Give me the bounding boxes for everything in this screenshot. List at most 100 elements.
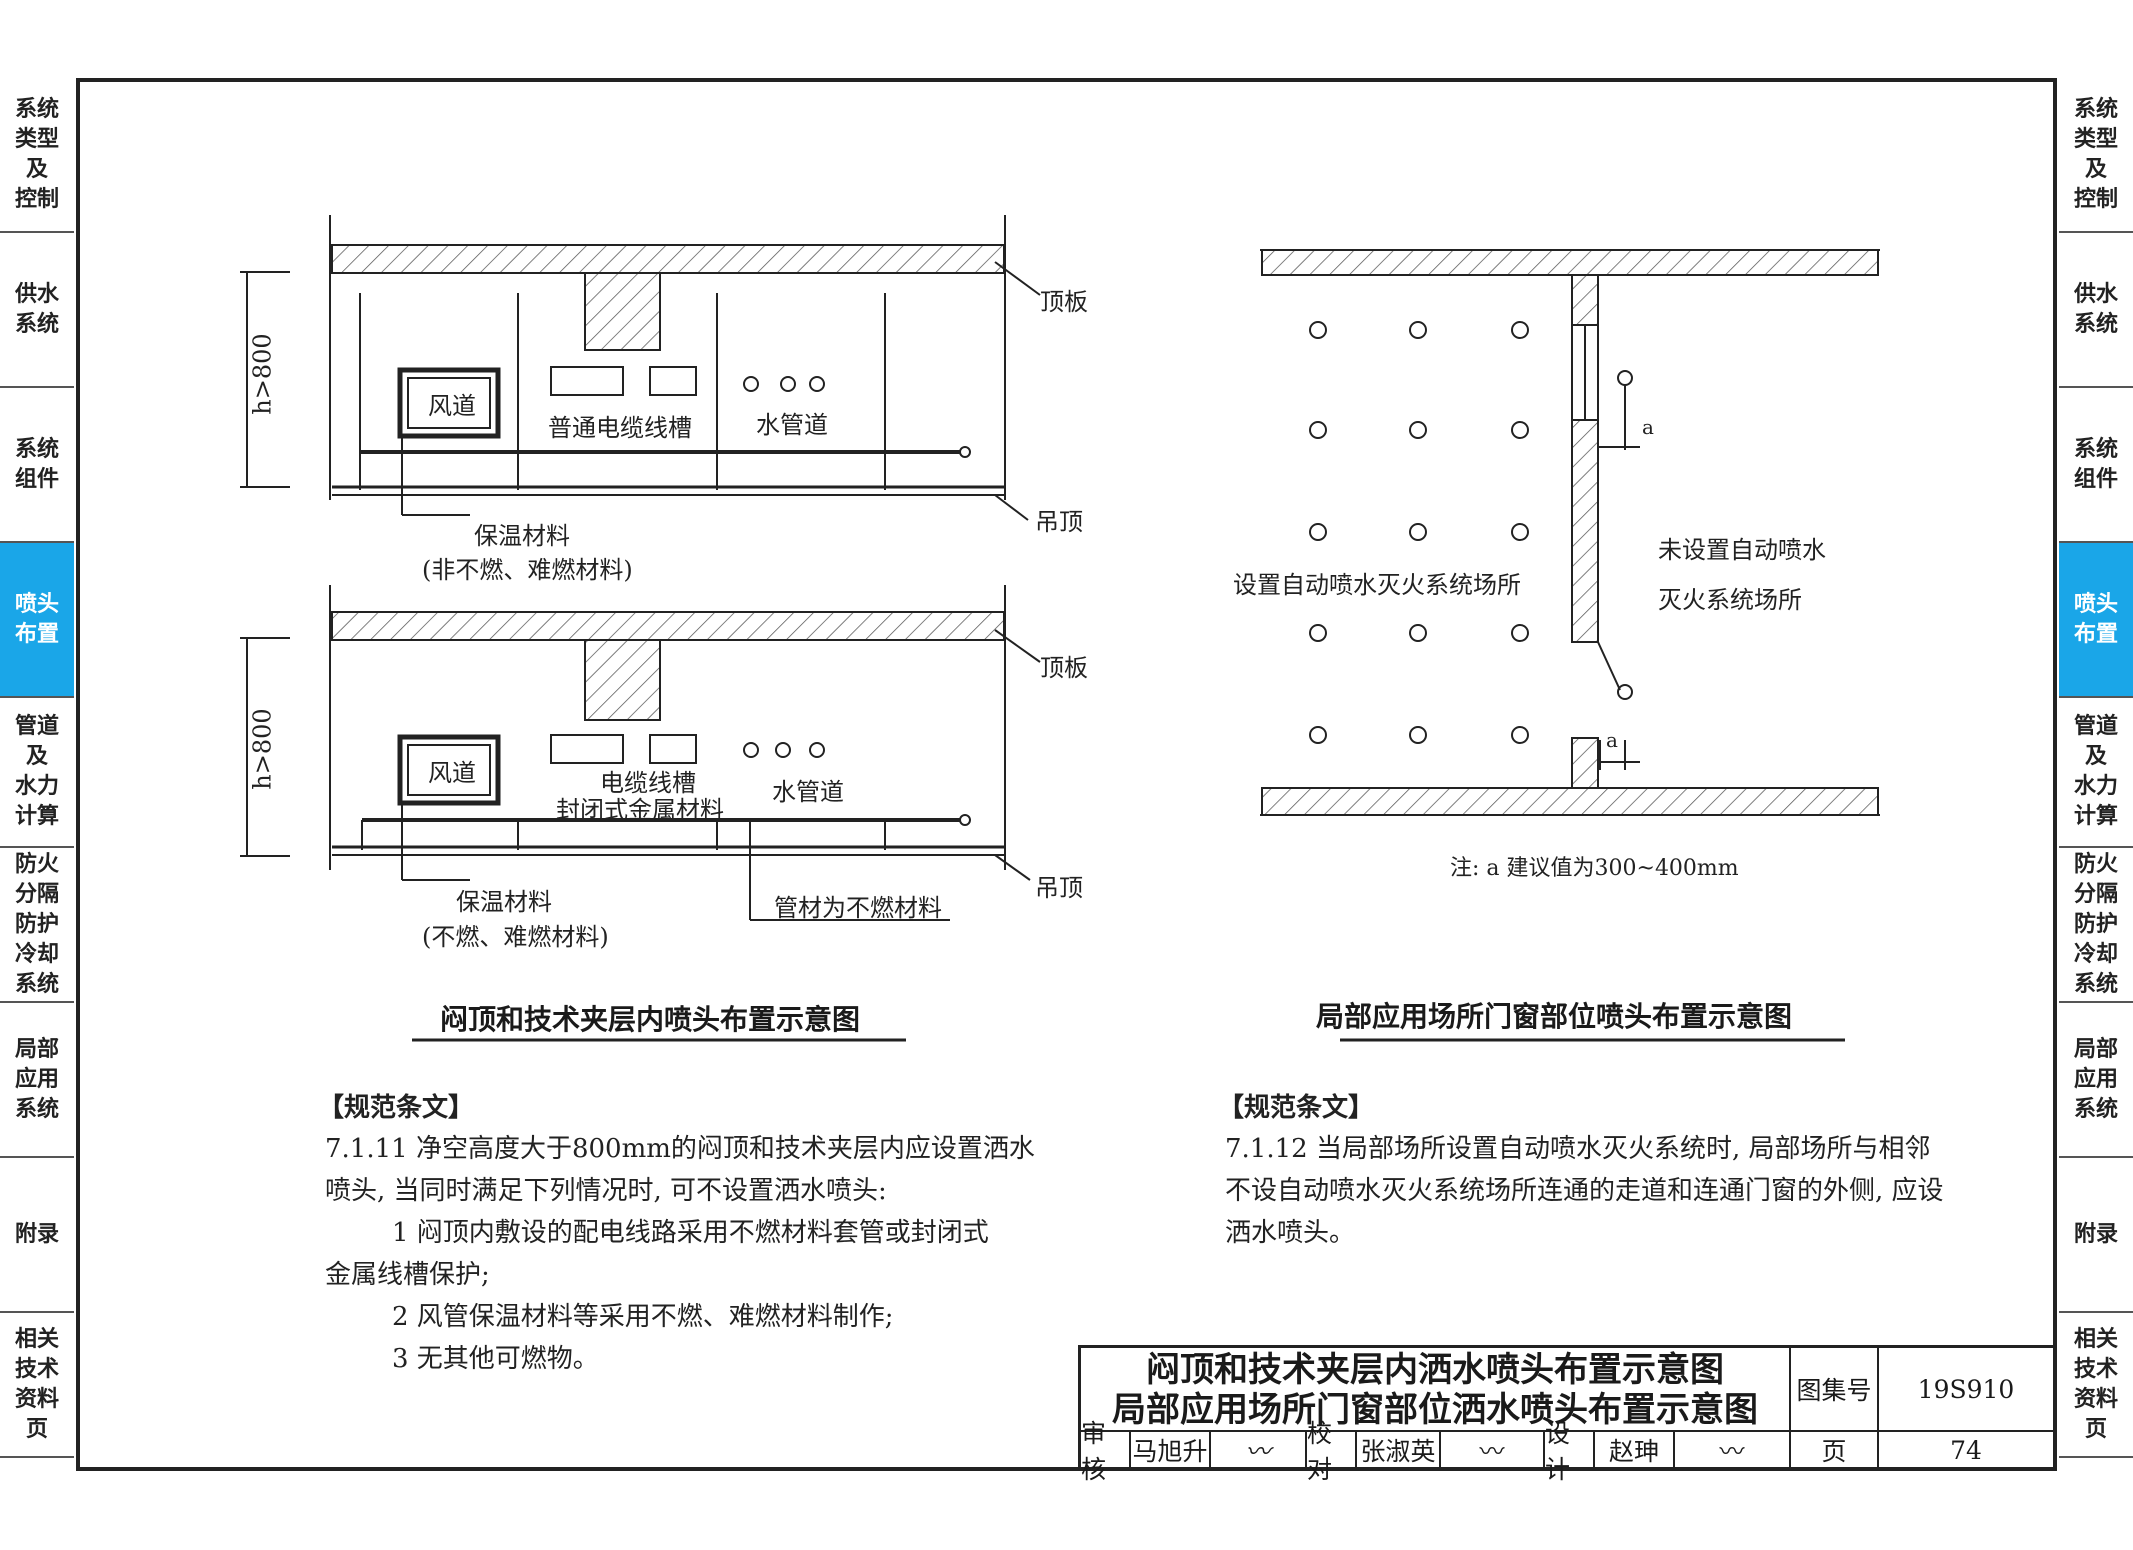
pipe-label-bottom: 水管道	[772, 778, 844, 806]
left-clause-line-4: 金属线槽保护;	[325, 1260, 490, 1290]
nav-tab-label: 喷头 布置	[2073, 591, 2118, 647]
spacing-a-bottom: a	[1606, 728, 1618, 752]
nav-tab-8[interactable]: 相关 技术 资料 页	[0, 1313, 74, 1458]
spacing-note: 注: a 建议值为300~400mm	[1450, 856, 1739, 881]
nav-tab-5[interactable]: 防火 分隔 防护 冷却 系统	[0, 848, 74, 1003]
nav-tab-6[interactable]: 局部 应用 系统	[2059, 1003, 2133, 1158]
sprinkler-head	[1309, 726, 1327, 744]
nav-tab-label: 相关 技术 资料 页	[2073, 1326, 2118, 1442]
nav-tab-1[interactable]: 供水 系统	[2059, 233, 2133, 388]
nav-tab-label: 供水 系统	[2073, 281, 2118, 337]
nav-tab-3[interactable]: 喷头 布置	[0, 543, 74, 698]
cable-label-bottom: 电缆线槽	[600, 769, 696, 797]
nav-tab-0[interactable]: 系统 类型 及 控制	[2059, 78, 2133, 233]
sprinkler-head	[1309, 421, 1327, 439]
nav-tab-1[interactable]: 供水 系统	[0, 233, 74, 388]
ceiling-label-bottom: 吊顶	[1035, 874, 1083, 902]
attic-diagram-bottom	[240, 585, 1041, 1042]
roof-label-bottom: 顶板	[1040, 654, 1088, 682]
page-number: 74	[1950, 1435, 1982, 1465]
right-clause-line-1: 7.1.12 当局部场所设置自动喷水灭火系统时, 局部场所与相邻	[1225, 1134, 1931, 1164]
pipe-material-label: 管材为不燃材料	[774, 894, 942, 922]
checker-name: 张淑英	[1357, 1432, 1441, 1468]
review-label: 审核	[1081, 1419, 1131, 1484]
nav-tab-5[interactable]: 防火 分隔 防护 冷却 系统	[2059, 848, 2133, 1003]
insulation-label-bottom: 保温材料	[456, 888, 552, 916]
left-clause-line-1: 7.1.11 净空高度大于800mm的闷顶和技术夹层内应设置洒水	[325, 1134, 1035, 1164]
design-label: 设计	[1545, 1419, 1595, 1484]
sprinkler-head	[1511, 624, 1529, 642]
left-clause-line-2: 喷头, 当同时满足下列情况时, 可不设置洒水喷头:	[325, 1176, 887, 1206]
nav-tab-0[interactable]: 系统 类型 及 控制	[0, 78, 74, 233]
pipe-label-top: 水管道	[756, 411, 828, 439]
right-clause-heading: 【规范条文】	[1218, 1093, 1375, 1123]
nav-tab-label: 供水 系统	[14, 281, 59, 337]
reviewer-name: 马旭升	[1131, 1432, 1211, 1468]
sprinkler-head	[1309, 321, 1327, 339]
sprinkler-head	[1409, 624, 1427, 642]
insulation-note-bottom: (不燃、难燃材料)	[422, 923, 609, 951]
nav-tab-label: 附录	[14, 1221, 59, 1247]
atlas-label: 图集号	[1791, 1348, 1879, 1432]
no-sprinkler-label-2: 灭火系统场所	[1658, 586, 1802, 614]
title-block: 闷顶和技术夹层内洒水喷头布置示意图 局部应用场所门窗部位洒水喷头布置示意图 图集…	[1078, 1345, 2056, 1484]
sprinkler-grid	[1309, 321, 1529, 744]
duct-label-bottom: 风道	[428, 759, 476, 787]
duct-label-top: 风道	[428, 392, 476, 420]
left-clause-line-5: 2 风管保温材料等采用不燃、难燃材料制作;	[392, 1302, 894, 1332]
nav-tab-7[interactable]: 附录	[2059, 1158, 2133, 1313]
nav-tab-label: 局部 应用 系统	[14, 1036, 59, 1122]
local-application-plan	[1260, 249, 1880, 1042]
nav-tab-4[interactable]: 管道 及 水力 计算	[2059, 698, 2133, 848]
sprinkler-head	[1409, 523, 1427, 541]
nav-tab-label: 防火 分隔 防护 冷却 系统	[2073, 851, 2118, 997]
sprinkler-head	[1409, 321, 1427, 339]
nav-tab-label: 附录	[2073, 1221, 2118, 1247]
nav-tab-4[interactable]: 管道 及 水力 计算	[0, 698, 74, 848]
right-clause-line-2: 不设自动喷水灭火系统场所连通的走道和连通门窗的外侧, 应设	[1225, 1176, 1944, 1206]
nav-tab-2[interactable]: 系统 组件	[2059, 388, 2133, 543]
designer-signature: 〰	[1675, 1432, 1791, 1468]
sprinkler-head	[1511, 523, 1529, 541]
nav-tab-3[interactable]: 喷头 布置	[2059, 543, 2133, 698]
cable-material-label: 封闭式金属材料	[556, 796, 724, 824]
reviewer-signature: 〰	[1211, 1432, 1307, 1468]
check-label: 校对	[1307, 1419, 1357, 1484]
sprinkler-head	[1409, 421, 1427, 439]
roof-label-top: 顶板	[1040, 288, 1088, 316]
atlas-number: 19S910	[1879, 1348, 2053, 1432]
left-figure-caption: 闷顶和技术夹层内喷头布置示意图	[440, 1003, 861, 1036]
height-label-bottom: h>800	[248, 708, 277, 790]
nav-tab-label: 管道 及 水力 计算	[2073, 714, 2118, 829]
left-clause-line-6: 3 无其他可燃物。	[392, 1344, 599, 1374]
sprinkler-head	[1309, 523, 1327, 541]
nav-tab-7[interactable]: 附录	[0, 1158, 74, 1313]
sprinkler-head	[1309, 624, 1327, 642]
no-sprinkler-label-1: 未设置自动喷水	[1658, 536, 1826, 564]
attic-diagram-top	[240, 215, 1041, 521]
cable-label-top: 普通电缆线槽	[548, 414, 692, 442]
nav-tab-label: 防火 分隔 防护 冷却 系统	[14, 851, 59, 997]
checker-signature: 〰	[1441, 1432, 1545, 1468]
nav-tab-6[interactable]: 局部 应用 系统	[0, 1003, 74, 1158]
sprinkler-head	[1409, 726, 1427, 744]
nav-tab-label: 喷头 布置	[14, 591, 59, 647]
sprinkler-head	[1511, 726, 1529, 744]
sprinkler-area-label: 设置自动喷水灭火系统场所	[1233, 571, 1521, 599]
spacing-a-top: a	[1642, 415, 1654, 439]
designer-name: 赵珅	[1595, 1432, 1675, 1468]
left-clause-line-3: 1 闷顶内敷设的配电线路采用不燃材料套管或封闭式	[392, 1218, 989, 1248]
nav-tab-2[interactable]: 系统 组件	[0, 388, 74, 543]
drawing-title-1: 闷顶和技术夹层内洒水喷头布置示意图	[1146, 1350, 1724, 1390]
drawing-title: 闷顶和技术夹层内洒水喷头布置示意图 局部应用场所门窗部位洒水喷头布置示意图	[1081, 1348, 1791, 1432]
drawing-title-2: 局部应用场所门窗部位洒水喷头布置示意图	[1112, 1390, 1758, 1430]
insulation-label-top: 保温材料	[474, 522, 570, 550]
nav-tab-label: 系统 组件	[14, 436, 59, 492]
nav-tab-label: 局部 应用 系统	[2073, 1036, 2118, 1122]
nav-tab-label: 系统 类型 及 控制	[2073, 96, 2118, 212]
ceiling-label-top: 吊顶	[1035, 508, 1083, 536]
nav-tab-8[interactable]: 相关 技术 资料 页	[2059, 1313, 2133, 1458]
nav-tab-label: 系统 类型 及 控制	[14, 96, 59, 212]
right-clause-line-3: 洒水喷头。	[1225, 1218, 1356, 1248]
